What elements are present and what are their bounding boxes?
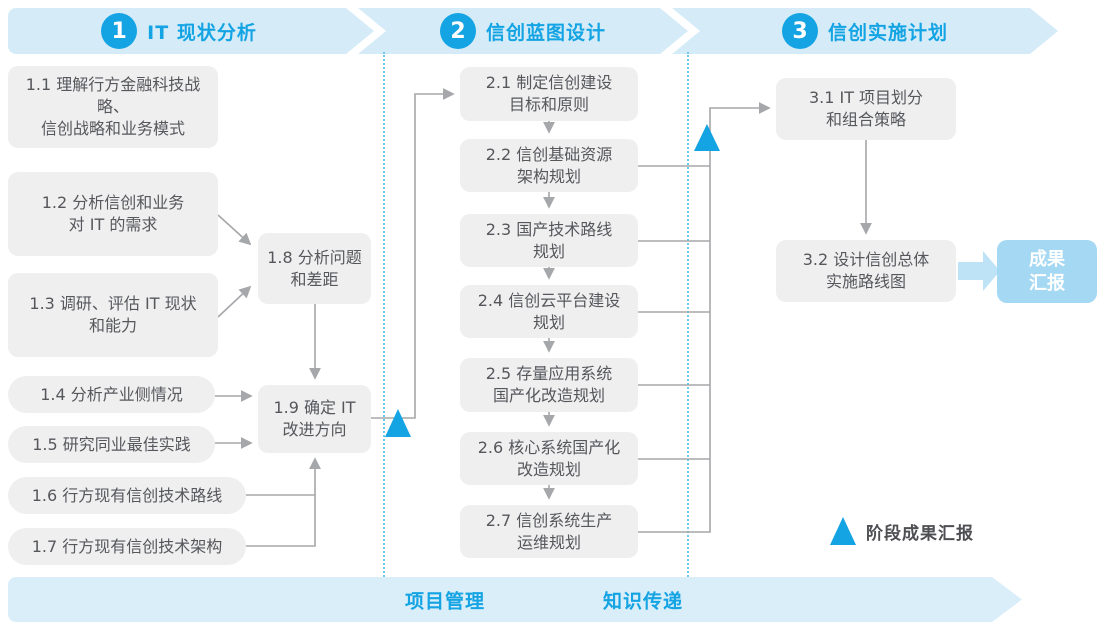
phase-2-number-badge: 2 — [440, 13, 476, 49]
box-2-1-line2: 目标和原则 — [508, 95, 589, 114]
result-box-line1: 成果 — [1029, 248, 1065, 270]
box-2-4-line1: 2.4 信创云平台建设 — [477, 290, 621, 310]
box-1-4: 1.4 分析产业侧情况 — [8, 376, 215, 413]
box-3-2: 3.2 设计信创总体 实施路线图 — [776, 240, 956, 302]
box-2-5: 2.5 存量应用系统 国产化改造规划 — [460, 358, 638, 412]
box-1-7-line1: 1.7 行方现有信创技术架构 — [31, 536, 223, 556]
box-1-2-line1: 1.2 分析信创和业务 — [41, 193, 185, 212]
box-1-3-line2: 和能力 — [88, 316, 137, 335]
box-2-2-line1: 2.2 信创基础资源 — [485, 144, 613, 164]
box-1-9-line1: 1.9 确定 IT — [273, 398, 356, 417]
bottom-banner-label-knowledge-transfer: 知识传递 — [603, 590, 684, 612]
box-1-1: 1.1 理解行方金融科技战略、 信创战略和业务模式 — [8, 66, 218, 148]
box-1-6-line1: 1.6 行方现有信创技术路线 — [31, 485, 223, 505]
bottom-banner-label-project-management: 项目管理 — [405, 590, 486, 612]
bottom-banner: 项目管理 知识传递 — [8, 577, 1022, 622]
box-2-1: 2.1 制定信创建设 目标和原则 — [460, 67, 638, 121]
legend-triangle-icon — [830, 517, 856, 545]
result-box-line2: 汇报 — [1029, 272, 1065, 294]
milestone-triangle-phase1 — [385, 409, 411, 437]
box-2-7: 2.7 信创系统生产 运维规划 — [460, 505, 638, 558]
phase-1-label: IT 现状分析 — [147, 21, 257, 44]
box-2-3: 2.3 国产技术路线 规划 — [460, 214, 638, 267]
box-3-2-line2: 实施路线图 — [825, 272, 906, 291]
box-1-7: 1.7 行方现有信创技术架构 — [8, 528, 246, 565]
box-1-9: 1.9 确定 IT 改进方向 — [258, 385, 371, 453]
box-3-1-line1: 3.1 IT 项目划分 — [808, 88, 924, 107]
connector-1-2-to-1-8 — [217, 214, 252, 246]
box-1-3-line1: 1.3 调研、评估 IT 现状 — [29, 294, 197, 313]
box-3-2-line1: 3.2 设计信创总体 — [802, 250, 930, 269]
phase-3-label: 信创实施计划 — [827, 21, 948, 44]
box-2-6-line1: 2.6 核心系统国产化 — [477, 437, 621, 457]
phase-2-label: 信创蓝图设计 — [485, 21, 606, 44]
box-2-7-line2: 运维规划 — [516, 532, 581, 552]
box-1-8-line1: 1.8 分析问题 — [267, 247, 362, 267]
box-2-4-line2: 规划 — [532, 312, 565, 332]
phase-banner-1: 1 IT 现状分析 — [8, 8, 374, 54]
phase-3-number-badge: 3 — [782, 13, 818, 49]
phase-banner-2: 2 信创蓝图设计 — [358, 8, 688, 54]
phase-banner-3: 3 信创实施计划 — [672, 8, 1058, 54]
connector-collector-to-3-1 — [638, 108, 769, 533]
result-arrow-icon — [958, 251, 1000, 291]
box-1-1-line1: 1.1 理解行方金融科技战略、 — [25, 75, 201, 116]
box-2-6-line2: 改造规划 — [516, 459, 581, 479]
box-2-5-line1: 2.5 存量应用系统 — [485, 364, 613, 383]
box-1-2: 1.2 分析信创和业务 对 IT 的需求 — [8, 172, 218, 256]
box-1-5: 1.5 研究同业最佳实践 — [8, 426, 215, 463]
box-1-4-line1: 1.4 分析产业侧情况 — [40, 384, 183, 404]
box-1-2-line2: 对 IT 的需求 — [68, 215, 158, 234]
connector-1-7-to-1-9 — [246, 457, 321, 547]
result-box: 成果 汇报 — [997, 240, 1097, 303]
box-1-3: 1.3 调研、评估 IT 现状 和能力 — [8, 273, 218, 357]
box-1-8-line2: 和差距 — [290, 269, 339, 289]
box-1-8: 1.8 分析问题 和差距 — [258, 233, 371, 304]
legend-label: 阶段成果汇报 — [866, 524, 974, 544]
box-2-2-line2: 架构规划 — [516, 166, 581, 186]
box-1-6: 1.6 行方现有信创技术路线 — [8, 477, 246, 514]
box-2-4: 2.4 信创云平台建设 规划 — [460, 285, 638, 338]
phase-separator-1 — [383, 52, 385, 577]
box-2-3-line1: 2.3 国产技术路线 — [485, 219, 613, 239]
phase-1-number-badge: 1 — [101, 13, 137, 49]
box-2-5-line2: 国产化改造规划 — [492, 386, 605, 405]
box-3-1: 3.1 IT 项目划分 和组合策略 — [776, 78, 956, 140]
box-2-3-line2: 规划 — [532, 241, 565, 261]
box-1-9-line2: 改进方向 — [282, 420, 347, 439]
box-2-7-line1: 2.7 信创系统生产 — [485, 510, 613, 530]
box-1-1-line2: 信创战略和业务模式 — [40, 119, 185, 138]
box-1-5-line1: 1.5 研究同业最佳实践 — [32, 434, 191, 454]
box-3-1-line2: 和组合策略 — [825, 110, 906, 129]
milestone-triangle-phase2 — [694, 124, 720, 151]
phase-separator-2 — [687, 52, 689, 577]
box-2-2: 2.2 信创基础资源 架构规划 — [460, 139, 638, 192]
box-2-1-line1: 2.1 制定信创建设 — [485, 73, 613, 92]
connector-1-3-to-1-8 — [217, 285, 252, 318]
box-2-6: 2.6 核心系统国产化 改造规划 — [460, 432, 638, 485]
